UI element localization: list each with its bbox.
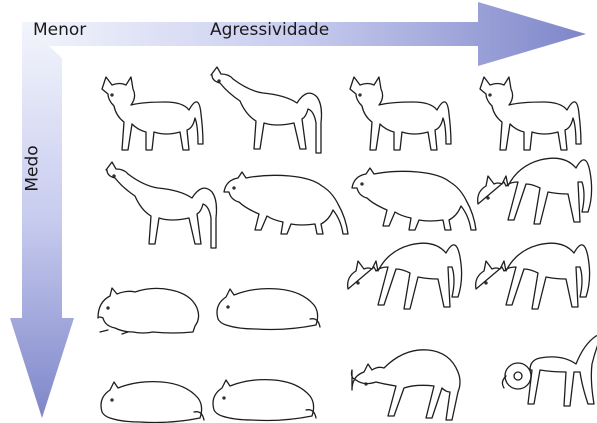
cat-r2-c2 bbox=[224, 172, 348, 234]
cat-r3-c2 bbox=[217, 289, 320, 330]
cat-r1-c4 bbox=[480, 77, 581, 150]
vertical-arrow bbox=[10, 22, 74, 418]
cat-r1-c1 bbox=[102, 77, 203, 150]
cat-r2-c1 bbox=[106, 162, 217, 248]
label-fear: Medo bbox=[25, 145, 42, 191]
cat-r1-c3 bbox=[350, 77, 451, 150]
cat-r4-c2 bbox=[213, 380, 316, 421]
cat-r2-c4 bbox=[478, 158, 592, 224]
cat-r3-c4 bbox=[476, 243, 590, 309]
cat-r3-c3 bbox=[348, 243, 462, 309]
cat-r4-c4 bbox=[502, 334, 597, 406]
label-menor: Menor bbox=[33, 22, 86, 39]
label-aggressiveness: Agressividade bbox=[210, 22, 329, 39]
cat-r3-c1 bbox=[98, 288, 199, 334]
cat-r4-c3 bbox=[352, 350, 461, 420]
cat-r2-c3 bbox=[352, 168, 476, 230]
cat-r1-c2 bbox=[211, 67, 322, 153]
cat-r4-c1 bbox=[101, 382, 204, 423]
